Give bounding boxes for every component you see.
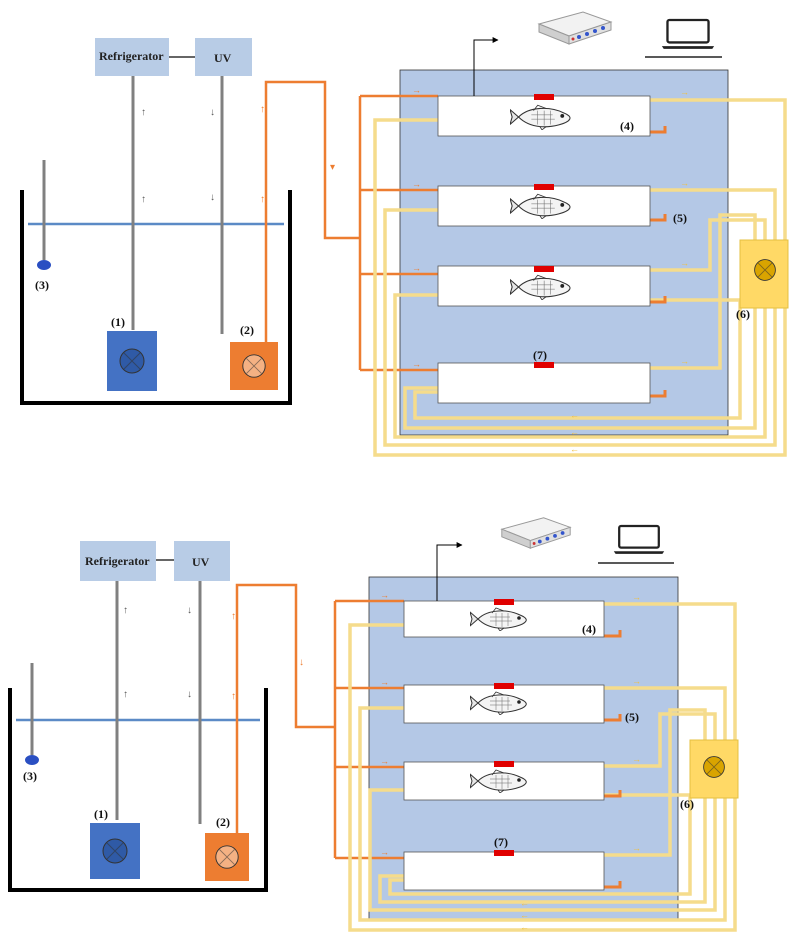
airstone-icon	[25, 755, 39, 765]
svg-text:↑: ↑	[231, 691, 236, 702]
oxygen-sensor-spot	[494, 599, 514, 605]
supply-pipe	[237, 585, 335, 833]
laptop-icon	[614, 526, 664, 554]
svg-text:▾: ▾	[330, 162, 335, 173]
uv-label: UV	[192, 555, 210, 569]
svg-text:→: →	[380, 590, 389, 600]
oxygen-sensor-spot	[534, 184, 554, 190]
oxygen-sensor-spot	[534, 94, 554, 100]
svg-text:↑: ↑	[123, 605, 128, 616]
oxygen-sensor-spot	[494, 850, 514, 856]
svg-text:←: ←	[570, 410, 579, 420]
pump-icon	[103, 839, 127, 863]
panel-1: (3) Refrigerator UV ↑ ↑ ↓ ↓ (1) (2) ↑ ↑ …	[22, 12, 788, 455]
oxygen-sensor-spot	[494, 683, 514, 689]
pump-icon	[755, 260, 776, 281]
refrigerator-label: Refrigerator	[85, 554, 150, 568]
svg-text:→: →	[380, 677, 389, 687]
label-blank-chamber: (7)	[494, 835, 508, 849]
label-pump1: (1)	[94, 807, 108, 821]
svg-text:→: →	[380, 847, 389, 857]
label-blank-chamber: (7)	[533, 348, 547, 362]
svg-text:↓: ↓	[187, 689, 192, 700]
oxygen-sensor-spot	[534, 266, 554, 272]
svg-text:→: →	[632, 592, 641, 602]
oxygen-meter-device-icon	[502, 518, 570, 548]
panel-2: (3) Refrigerator UV ↑ ↑ ↓ ↓ (1) (2) ↑ ↑ …	[10, 518, 738, 932]
pump-icon	[704, 757, 725, 778]
svg-text:←: ←	[570, 427, 579, 437]
svg-text:←: ←	[520, 898, 529, 908]
svg-text:↑: ↑	[260, 104, 265, 115]
svg-text:→: →	[632, 843, 641, 853]
label-airstone: (3)	[35, 278, 49, 292]
svg-text:→: →	[680, 356, 689, 366]
svg-text:↓: ↓	[210, 192, 215, 203]
chamber-blank	[404, 852, 604, 890]
svg-text:↓: ↓	[299, 657, 304, 668]
label-pump2: (2)	[216, 815, 230, 829]
svg-text:→: →	[680, 258, 689, 268]
label-pump6: (6)	[680, 797, 694, 811]
supply-pipe	[266, 82, 360, 342]
chamber-blank	[438, 363, 650, 403]
pump-icon	[120, 349, 144, 373]
svg-text:→: →	[412, 263, 421, 273]
svg-text:←: ←	[520, 922, 529, 932]
label-airstone: (3)	[23, 769, 37, 783]
svg-text:→: →	[680, 87, 689, 97]
svg-text:→: →	[412, 359, 421, 369]
label-chamber5: (5)	[625, 710, 639, 724]
svg-text:↓: ↓	[187, 605, 192, 616]
svg-text:↑: ↑	[231, 611, 236, 622]
svg-text:→: →	[680, 178, 689, 188]
pump-icon	[216, 846, 238, 868]
pump-icon	[243, 355, 265, 377]
svg-text:→: →	[412, 179, 421, 189]
label-chamber4: (4)	[582, 622, 596, 636]
svg-text:↑: ↑	[141, 194, 146, 205]
svg-text:→: →	[380, 756, 389, 766]
svg-text:←: ←	[570, 444, 579, 454]
svg-text:→: →	[632, 676, 641, 686]
svg-text:→: →	[412, 85, 421, 95]
label-pump6: (6)	[736, 307, 750, 321]
label-chamber4: (4)	[620, 119, 634, 133]
svg-text:←: ←	[520, 910, 529, 920]
label-pump2: (2)	[240, 323, 254, 337]
oxygen-sensor-spot	[494, 761, 514, 767]
svg-text:↑: ↑	[260, 194, 265, 205]
svg-text:↓: ↓	[210, 107, 215, 118]
laptop-icon	[662, 20, 714, 49]
oxygen-meter-device-icon	[539, 12, 611, 44]
refrigerator-label: Refrigerator	[99, 49, 164, 63]
svg-text:→: →	[632, 754, 641, 764]
label-chamber5: (5)	[673, 211, 687, 225]
uv-label: UV	[214, 51, 232, 65]
label-pump1: (1)	[111, 315, 125, 329]
airstone-icon	[37, 260, 51, 270]
svg-text:↑: ↑	[141, 107, 146, 118]
oxygen-sensor-spot	[534, 362, 554, 368]
svg-text:↑: ↑	[123, 689, 128, 700]
